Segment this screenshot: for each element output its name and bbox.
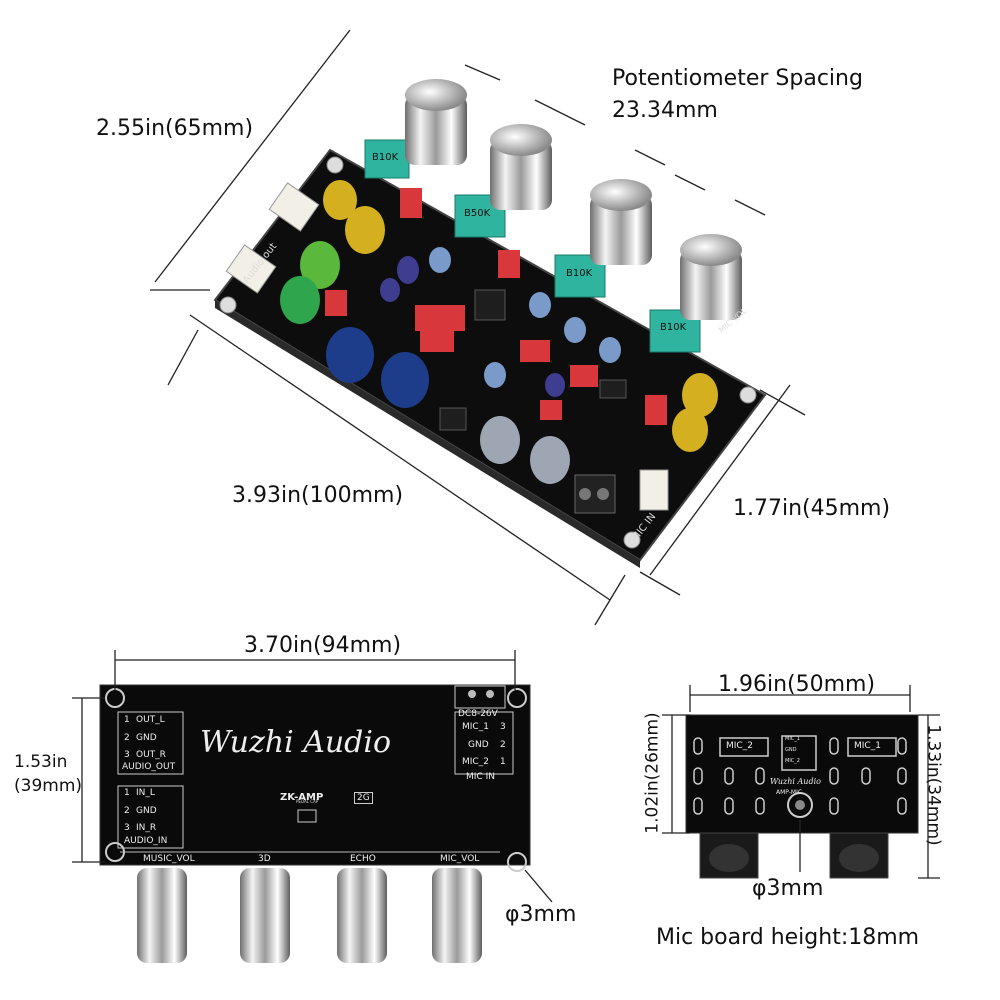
knob-label-mic-vol: MIC_VOL — [440, 854, 480, 864]
mic-board-mic2-label: MIC_2 — [726, 741, 753, 751]
mic-board-pin-3: MIC_2 — [785, 758, 800, 764]
mic-board-mic1-label: MIC_1 — [854, 741, 881, 751]
back-hole-label: φ3mm — [505, 902, 577, 927]
mic-pin-3: 3 — [500, 722, 506, 732]
pin-gnd-in: GND — [136, 806, 157, 816]
mic-hole-label: φ3mm — [752, 876, 824, 901]
model-label: ZK-AMP — [280, 792, 324, 803]
back-height-label-2: (39mm) — [14, 776, 83, 796]
silk-pot-code-1: B10K — [372, 152, 399, 163]
pin-out-l: OUT_L — [136, 715, 165, 725]
pin-3-in: 3 — [124, 823, 130, 833]
mic-board-model: AMP-MIC — [776, 789, 803, 796]
top-board — [213, 79, 767, 568]
pot-spacing-value: 23.34mm — [612, 98, 718, 123]
back-height-label-1: 1.53in — [14, 752, 68, 772]
audio-out-label: AUDIO_OUT — [122, 762, 176, 772]
brand-logo-text: Wuzhi Audio — [200, 725, 392, 760]
mic-in-label: MIC IN — [466, 772, 495, 782]
mic-pin-1: 1 — [500, 757, 506, 767]
mic-inner-height-label: 1.02in(26mm) — [642, 712, 663, 834]
pin-in-r: IN_R — [136, 823, 157, 833]
top-dimension-lines — [150, 29, 806, 626]
pin-in-l: IN_L — [136, 788, 155, 798]
mic-pin-name-2: GND — [468, 740, 489, 750]
mic-pin-2: 2 — [500, 740, 506, 750]
pin-2-out: 2 — [124, 733, 130, 743]
pin-gnd-out: GND — [136, 733, 157, 743]
silk-pot-code-2: B50K — [464, 208, 491, 219]
back-width-label: 3.70in(94mm) — [244, 633, 402, 658]
pin-1-out: 1 — [124, 715, 130, 725]
mic-dimension-lines — [662, 685, 940, 879]
pot-spacing-title: Potentiometer Spacing — [612, 66, 863, 91]
audio-in-label: AUDIO_IN — [124, 836, 168, 846]
board-width-label: 2.55in(65mm) — [96, 116, 254, 141]
pin-2-in: 2 — [124, 806, 130, 816]
pin-out-r: OUT_R — [136, 750, 166, 760]
mic-pin-name-3: MIC_2 — [462, 757, 489, 767]
mic-board — [685, 714, 919, 879]
mic-board-pin-1: MIC_1 — [785, 736, 800, 742]
mic-outer-height-label: 1.33in(34mm) — [923, 724, 944, 846]
pin-1-in: 1 — [124, 788, 130, 798]
board-height-label: 1.77in(45mm) — [733, 496, 891, 521]
mic-pin-name-1: MIC_1 — [462, 722, 489, 732]
knob-label-echo: ECHO — [350, 854, 376, 864]
dc-label: DC8-26V — [458, 709, 498, 719]
pin-3-out: 3 — [124, 750, 130, 760]
back-board — [99, 684, 531, 963]
back-dimension-lines — [72, 650, 553, 903]
pedal-cap-label: PEDAL CAP — [296, 799, 319, 804]
mic-board-pin-2: GND — [785, 747, 797, 753]
version-label: 2G — [354, 792, 373, 804]
mic-board-brand: Wuzhi Audio — [770, 777, 821, 786]
knob-label-3d: 3D — [258, 854, 271, 864]
board-length-label: 3.93in(100mm) — [232, 483, 404, 508]
silk-pot-code-3: B10K — [566, 268, 593, 279]
mic-board-height-note: Mic board height:18mm — [656, 925, 920, 950]
knob-label-music-vol: MUSIC_VOL — [143, 854, 195, 864]
silk-pot-code-4: B10K — [660, 322, 687, 333]
mic-width-label: 1.96in(50mm) — [718, 672, 876, 697]
